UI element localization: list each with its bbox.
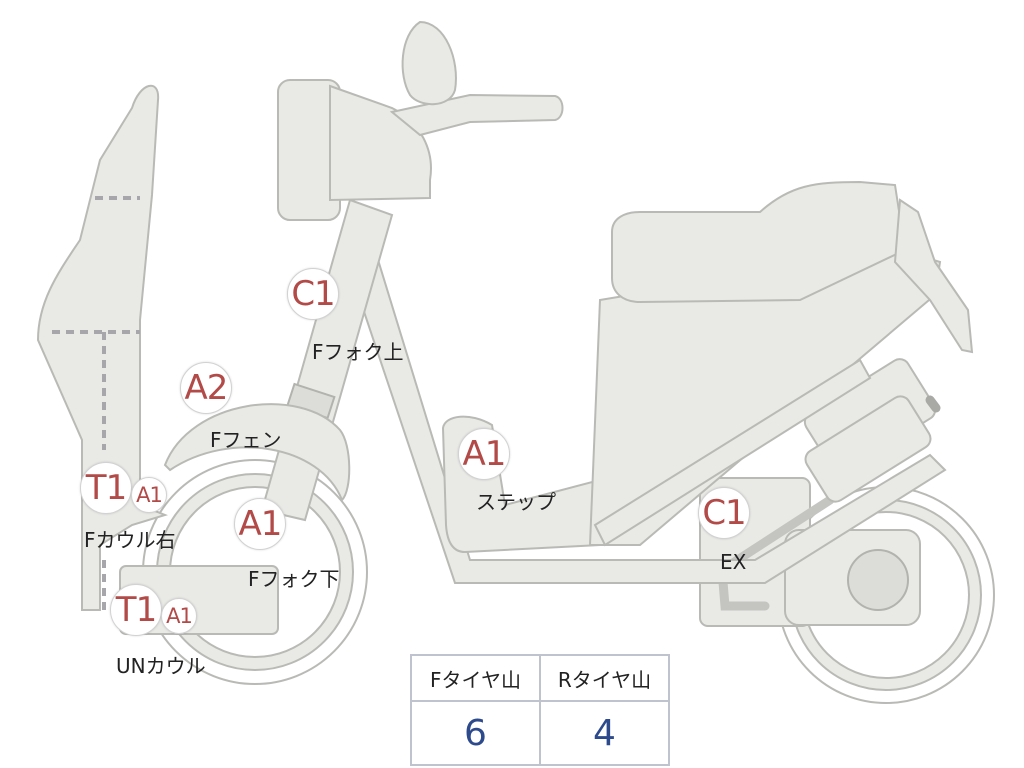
marker-label-front-fender: Fフェン [210,428,282,452]
marker-label-under-cowl: UNカウル [116,654,206,678]
mirror [401,20,457,106]
marker-code-fork-upper: C1 [287,268,339,320]
seat [611,180,907,304]
marker-label-cowl-right: Fカウル右 [84,528,176,552]
tire-table-value-row: 6 4 [410,700,670,766]
marker-code-fork-lower: A1 [234,498,286,550]
marker-code-under-cowl: T1 [110,584,162,636]
tire-tread-table: Fタイヤ山 Rタイヤ山 6 4 [410,654,670,766]
marker-label-exhaust: EX [720,550,747,574]
front-fender [163,403,351,502]
front-tire-header: Fタイヤ山 [410,654,541,702]
marker-code-step: A1 [458,428,510,480]
rear-tire-value: 4 [539,700,670,766]
rear-tire-header: Rタイヤ山 [539,654,670,702]
marker-subcode-cowl-right: A1 [131,477,167,513]
handle-cover [329,84,432,202]
rear-shock [803,358,941,503]
marker-code-front-fender: A2 [180,362,232,414]
rear-frame-bar [593,358,872,547]
cowl-dashed-lines [52,196,140,610]
front-cowl [36,84,169,611]
tail-section [893,198,974,354]
exhaust-pipe [717,495,835,611]
marker-code-cowl-right: T1 [80,462,132,514]
marker-code-exhaust: C1 [698,487,750,539]
marker-label-step: ステップ [476,490,556,514]
marker-subcode-under-cowl: A1 [161,598,197,634]
marker-label-fork-upper: Fフォク上 [312,340,404,364]
floor-frame [343,248,947,584]
tire-table-header-row: Fタイヤ山 Rタイヤ山 [410,654,670,702]
marker-label-fork-lower: Fフォク下 [248,567,340,591]
front-tire-value: 6 [410,700,541,766]
